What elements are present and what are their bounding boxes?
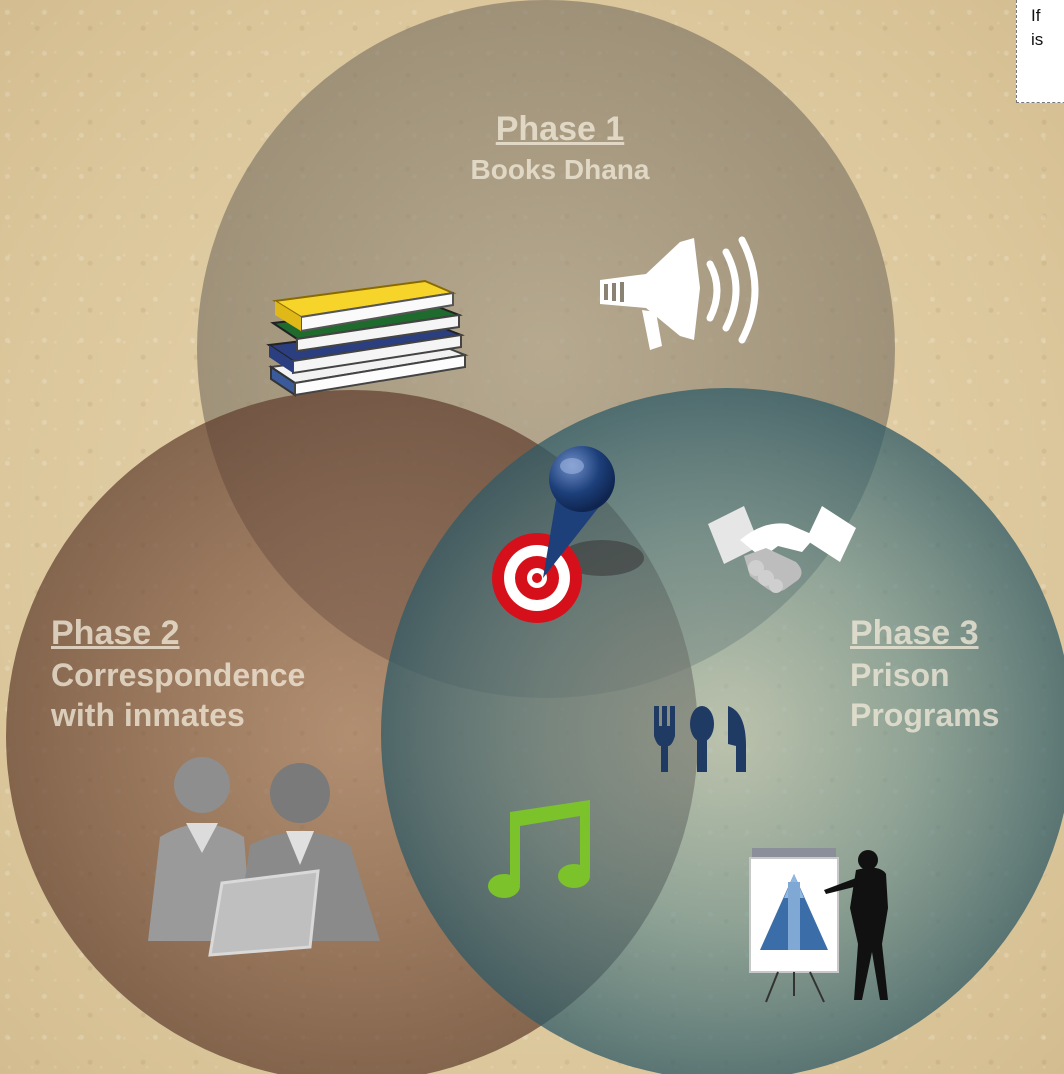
phase3-label: Phase 3 Prison Programs bbox=[850, 612, 1060, 735]
phase3-title: Phase 3 bbox=[850, 614, 979, 652]
phase2-title: Phase 2 bbox=[51, 614, 180, 652]
people-laptop-icon bbox=[148, 757, 380, 957]
note-box: If is bbox=[1016, 0, 1064, 103]
megaphone-icon bbox=[600, 236, 759, 350]
books-icon bbox=[266, 279, 469, 397]
target-pin-icon bbox=[492, 446, 644, 623]
phase2-subtitle-line: with inmates bbox=[51, 697, 245, 733]
note-line: is bbox=[1031, 30, 1044, 49]
phase1-title: Phase 1 bbox=[495, 110, 625, 148]
phase3-subtitle-line: Prison bbox=[850, 657, 950, 693]
phase3-subtitle-line: Programs bbox=[850, 697, 1000, 733]
phase2-label: Phase 2 Correspondence with inmates bbox=[51, 612, 371, 735]
phase1-label: Phase 1 Books Dhana bbox=[440, 108, 680, 187]
note-line: If bbox=[1031, 6, 1041, 25]
music-note-icon bbox=[488, 800, 590, 898]
phase2-subtitle-line: Correspondence bbox=[51, 657, 306, 693]
cutlery-icon bbox=[654, 706, 746, 772]
phase1-subtitle: Books Dhana bbox=[470, 154, 650, 185]
presentation-icon bbox=[749, 848, 888, 1003]
handshake-icon bbox=[708, 506, 856, 593]
